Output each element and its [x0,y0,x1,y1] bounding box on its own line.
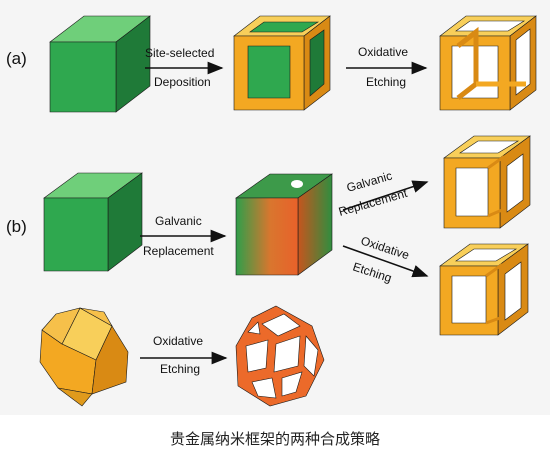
gold-frame-b-lower [439,243,529,336]
label-deposition: Deposition [154,75,211,89]
label-oxidative-b3: Oxidative [359,234,411,263]
arrow-oxidative-b3 [342,245,429,278]
panel-label-b: (b) [6,217,27,236]
label-etching-a: Etching [366,75,406,89]
panel-label-a: (a) [6,49,27,68]
green-cube-b [43,172,143,272]
figure-panel: (a) (b) Site-selected Deposition Oxidati… [6,15,537,407]
label-oxidative-a: Oxidative [358,45,408,59]
label-oxidative-c: Oxidative [153,334,203,348]
label-galvanic-b1: Galvanic [155,214,202,228]
gradient-cube [235,173,333,276]
gold-frame-a [439,15,537,111]
label-site-selected: Site-selected [145,46,214,60]
gold-frame-b-upper [443,135,531,229]
gold-rhombic-dodecahedron [39,307,129,407]
label-replacement-b1: Replacement [143,244,214,258]
label-etching-c: Etching [160,362,200,376]
gold-edged-cube [233,15,331,111]
orange-frame-dodecahedron [235,305,325,407]
pinhole-dot [291,180,303,188]
schematic-diagram: (a) (b) Site-selected Deposition Oxidati… [6,15,537,407]
label-etching-b3: Etching [351,260,393,286]
arrow-galvanic-b2 [342,180,429,211]
green-cube-a [49,15,151,113]
figure-caption: 贵金属纳米框架的两种合成策略 [169,430,380,448]
